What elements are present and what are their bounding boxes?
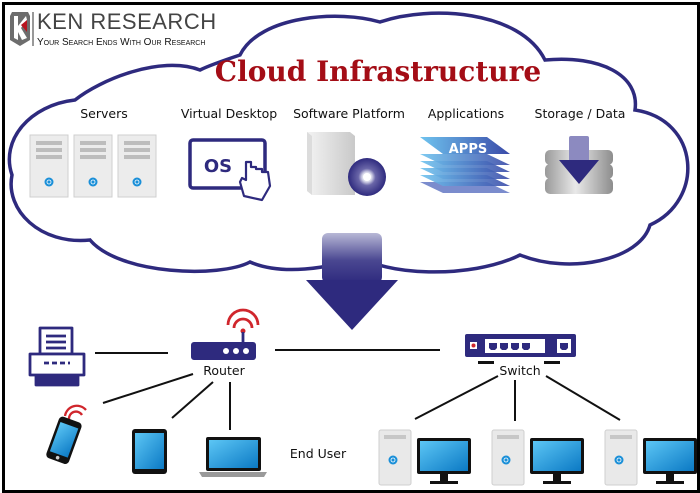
network-links (95, 349, 621, 430)
ken-research-logo: KEN RESEARCH Your Search Ends With Our R… (10, 9, 217, 48)
desktop-computer-icon (491, 429, 584, 486)
os-touch-screen-icon: OS (188, 138, 272, 202)
app-layers-icon: APPS (420, 137, 510, 193)
service-label-applications: Applications (428, 106, 504, 121)
database-download-icon (545, 136, 613, 194)
service-label-servers: Servers (80, 106, 128, 121)
tablet-icon (132, 429, 167, 474)
desktop-computer-icon (604, 429, 697, 486)
service-label-virtual-desktop: Virtual Desktop (181, 106, 277, 121)
logo-name: KEN RESEARCH (37, 9, 217, 34)
switch-label: Switch (499, 363, 540, 378)
end-user-label: End User (290, 446, 347, 461)
diagram-title: Cloud Infrastructure (215, 55, 541, 88)
logo-k-icon (10, 12, 30, 46)
switch-icon (465, 334, 576, 364)
os-icon-text: OS (204, 156, 232, 177)
apps-icon-text: APPS (449, 142, 487, 157)
software-box-disc-icon (307, 132, 386, 196)
smartphone-icon (46, 404, 87, 464)
cloud-outline (7, 11, 690, 274)
router-label: Router (203, 363, 245, 378)
laptop-icon (199, 437, 267, 477)
service-label-software-platform: Software Platform (293, 106, 405, 121)
router-icon (191, 308, 260, 360)
printer-icon (28, 326, 86, 387)
server-rack-icon (29, 134, 157, 198)
service-label-storage-data: Storage / Data (535, 106, 626, 121)
down-arrow-icon (306, 233, 398, 330)
logo-tagline: Your Search Ends With Our Research (37, 37, 205, 48)
desktop-computer-icon (378, 429, 471, 486)
